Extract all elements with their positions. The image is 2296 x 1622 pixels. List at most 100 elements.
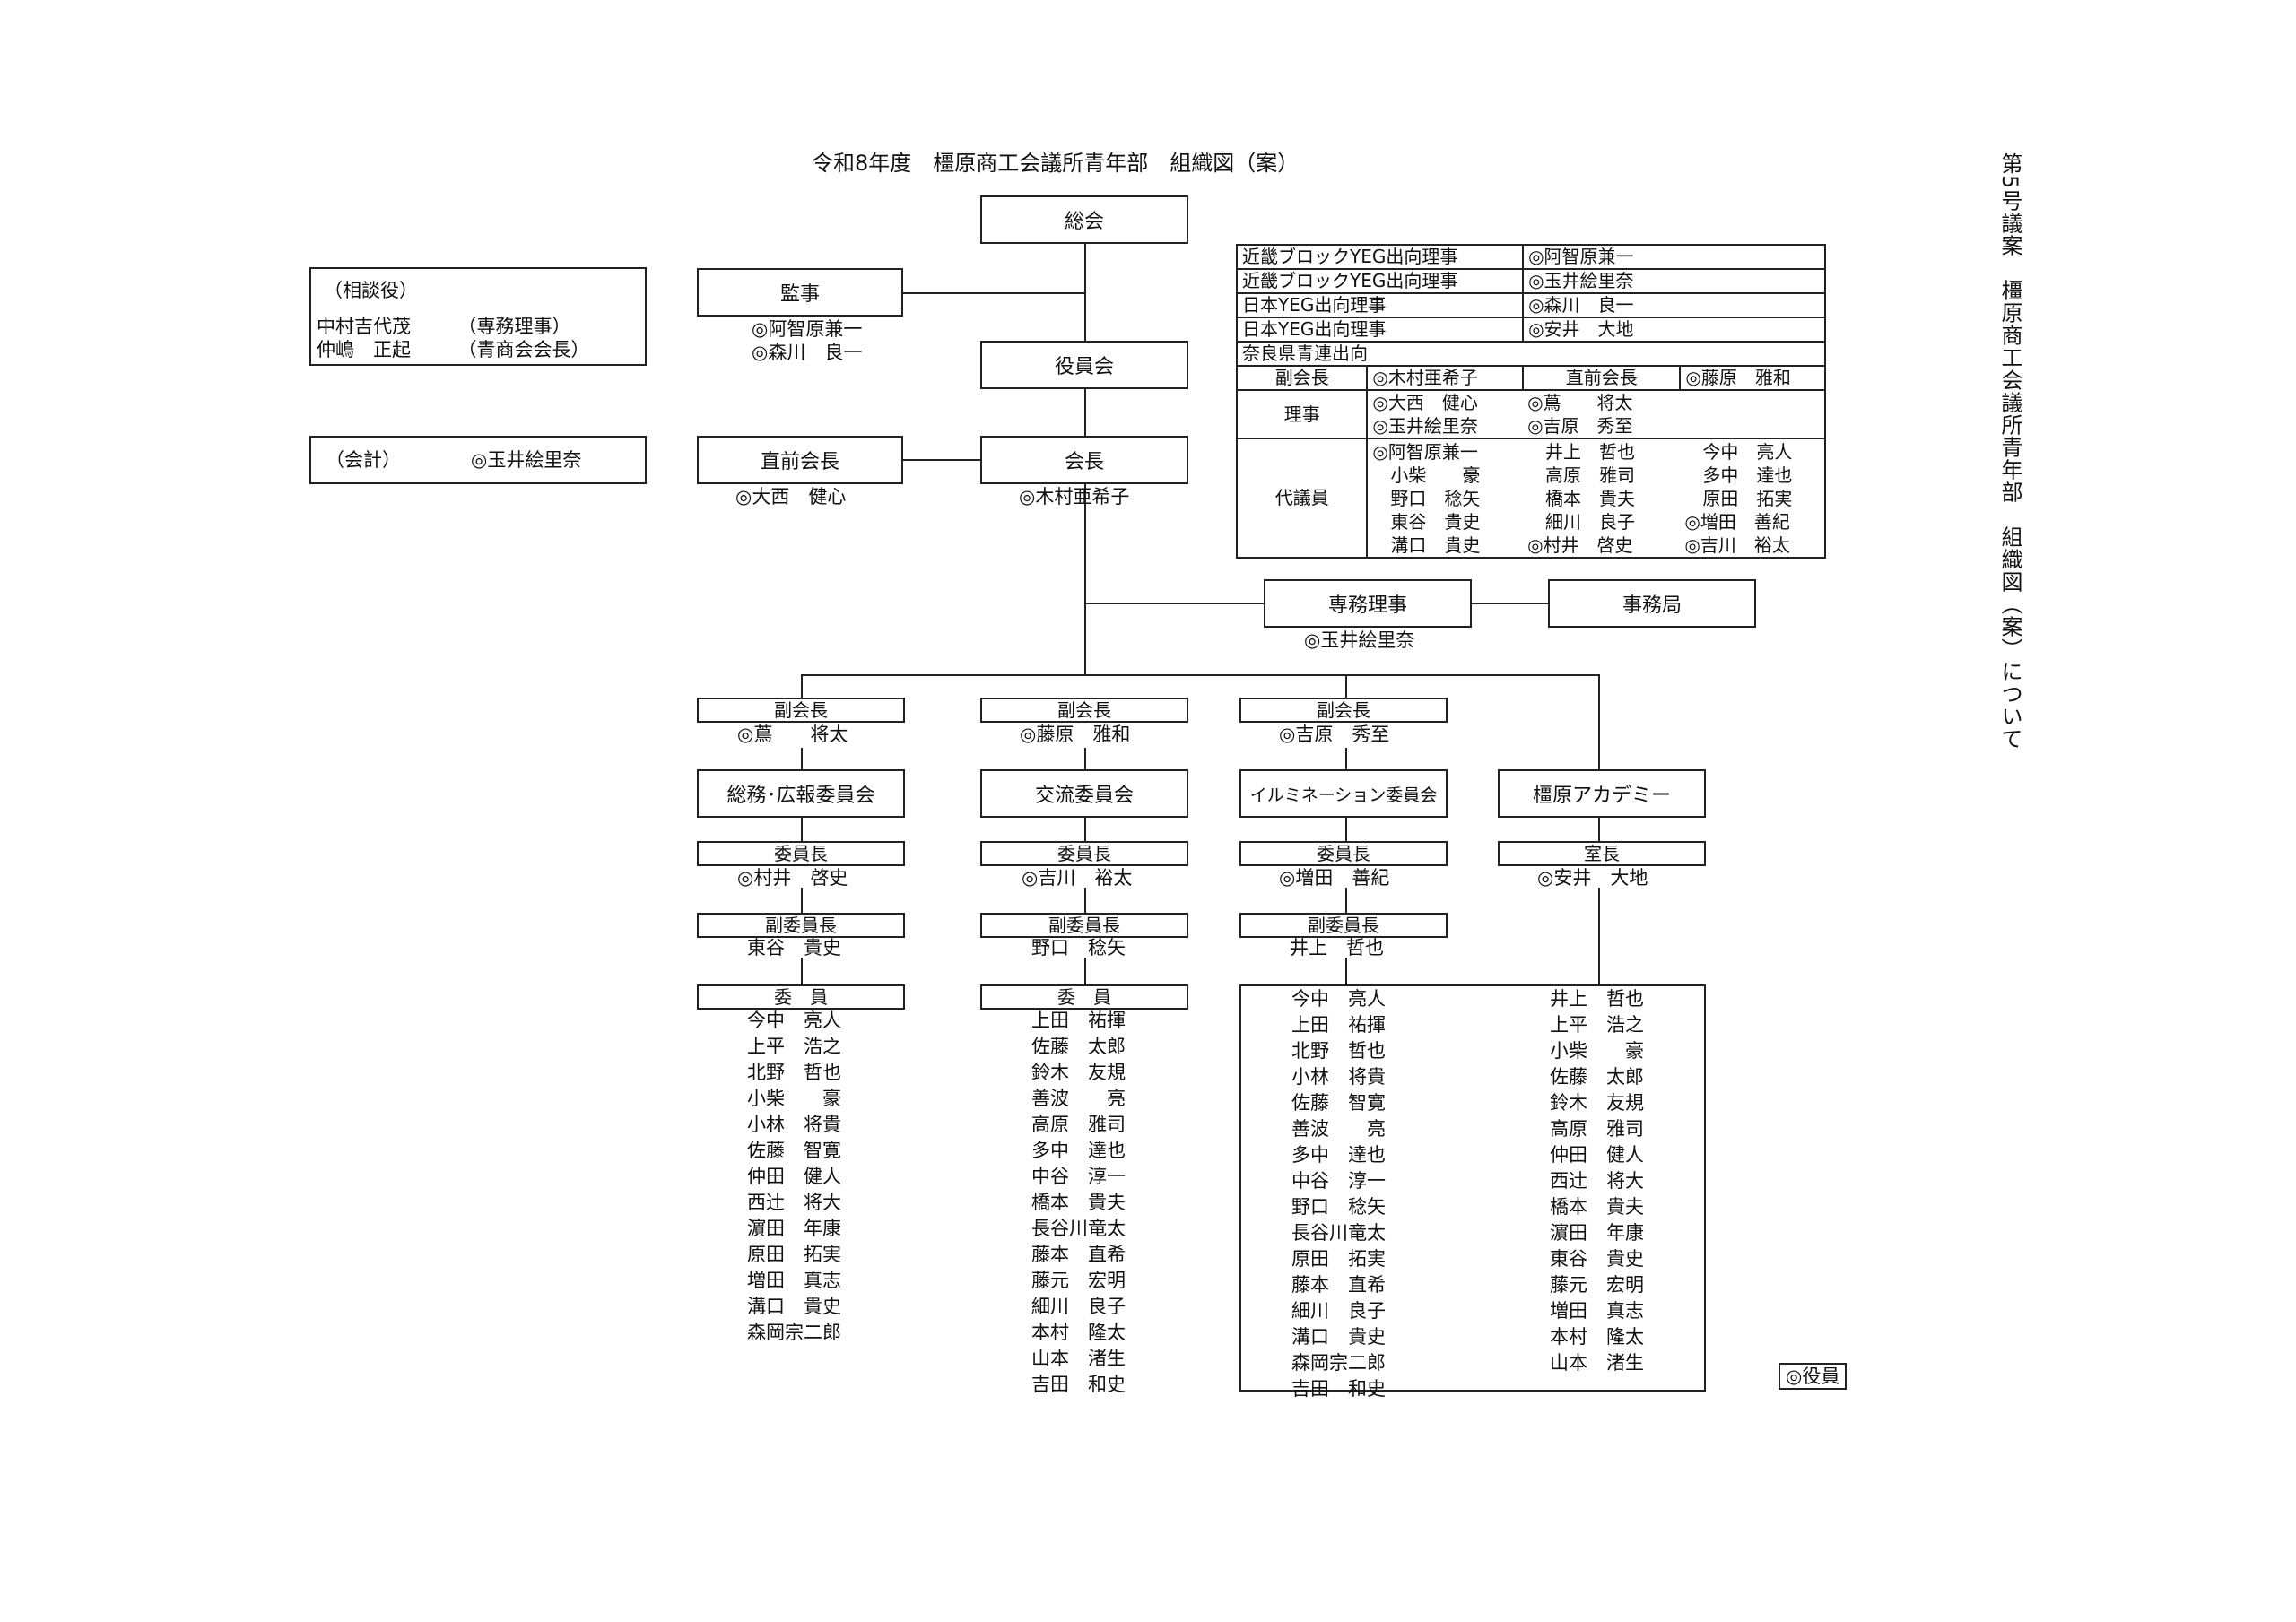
table-row: 代議員 ◎阿智原兼一 小柴 豪 野口 稔矢 東谷 貴史 溝口 貴史 井上 哲也 … — [1235, 438, 1826, 559]
chair-name: ◎吉川 裕太 — [1022, 867, 1133, 889]
members-label: 委 員 — [980, 984, 1188, 1010]
connector-line — [1345, 818, 1347, 841]
managing-director-box: 専務理事 — [1264, 579, 1472, 628]
connector-line — [801, 674, 803, 698]
general-meeting-box: 総会 — [980, 195, 1188, 244]
past-president-name: ◎大西 健心 — [735, 486, 847, 507]
committee-box: 交流委員会 — [980, 769, 1188, 818]
president-box: 会長 — [980, 436, 1188, 484]
secretariat-box: 事務局 — [1548, 579, 1756, 628]
members-list: 上田 祐揮 佐藤 太郎 鈴木 友規 善波 亮 高原 雅司 多中 達也 中谷 淳一… — [1031, 1010, 1126, 1395]
vice-chair-name: 東谷 貴史 — [747, 937, 841, 958]
connector-line — [801, 958, 803, 984]
academy-box: 橿原アカデミー — [1498, 769, 1706, 818]
table-cell: 直前会長 — [1522, 365, 1682, 391]
connector-line — [1084, 603, 1264, 604]
shared-members-box: 今中 亮人 上田 祐揮 北野 哲也 小林 将貴 佐藤 智寛 善波 亮 多中 達也… — [1239, 984, 1706, 1400]
table-cell: ◎藤原 雅和 — [1679, 365, 1826, 391]
connector-line — [1598, 818, 1600, 841]
connector-line — [801, 818, 803, 841]
chair-label: 委員長 — [1239, 841, 1448, 866]
vice-chair-label: 副委員長 — [1239, 913, 1448, 938]
table-cell: 代議員 — [1235, 438, 1369, 559]
connector-line — [1084, 242, 1086, 341]
members-list: 今中 亮人 上田 祐揮 北野 哲也 小林 将貴 佐藤 智寛 善波 亮 多中 達也… — [1292, 988, 1386, 1400]
advisor-row: 中村吉代茂 （専務理事） — [317, 316, 571, 337]
connector-line — [1345, 958, 1347, 984]
connector-line — [801, 888, 803, 913]
table-cell: 近畿ブロックYEG出向理事 — [1235, 268, 1525, 294]
chair-label: 委員長 — [980, 841, 1188, 866]
table-cell: 今中 亮人 多中 達也 原田 拓実 ◎増田 善紀 ◎吉川 裕太 — [1680, 438, 1826, 559]
table-row: 日本YEG出向理事 ◎安井 大地 — [1235, 317, 1826, 343]
table-cell: 日本YEG出向理事 — [1235, 317, 1525, 343]
vice-chair-name: 野口 稔矢 — [1031, 937, 1126, 958]
table-row: 近畿ブロックYEG出向理事 ◎阿智原兼一 — [1235, 244, 1826, 270]
table-cell: ◎森川 良一 — [1522, 292, 1826, 318]
connector-line — [1345, 888, 1347, 913]
table-row: 奈良県青連出向 — [1236, 341, 1826, 367]
president-name: ◎木村亜希子 — [1019, 486, 1130, 507]
vice-president-name: ◎藤原 雅和 — [1020, 724, 1131, 745]
connector-line — [801, 748, 803, 769]
table-cell: ◎木村亜希子 — [1366, 365, 1525, 391]
committee-box: 総務･広報委員会 — [697, 769, 905, 818]
chair-name: ◎村井 啓史 — [737, 867, 848, 889]
vice-chair-name: 井上 哲也 — [1290, 937, 1384, 958]
vice-president-label: 副会長 — [980, 698, 1188, 723]
yeg-dispatch-table: 近畿ブロックYEG出向理事 ◎阿智原兼一 近畿ブロックYEG出向理事 ◎玉井絵里… — [1235, 244, 1826, 559]
managing-director-name: ◎玉井絵里奈 — [1304, 629, 1415, 651]
table-cell: ◎玉井絵里奈 — [1522, 268, 1826, 294]
advisors-box: （相談役） 中村吉代茂 （専務理事） 仲嶋 正起 （青商会会長） — [309, 267, 647, 366]
table-cell: 日本YEG出向理事 — [1235, 292, 1525, 318]
past-president-box: 直前会長 — [697, 436, 903, 484]
table-cell: ◎阿智原兼一 小柴 豪 野口 稔矢 東谷 貴史 溝口 貴史 — [1366, 438, 1524, 559]
connector-line — [801, 674, 1598, 676]
connector-line — [1598, 674, 1600, 769]
accountant-label: （会計） — [326, 449, 401, 471]
table-cell: 理事 — [1235, 389, 1369, 439]
table-cell: 奈良県青連出向 — [1236, 341, 1826, 367]
connector-line — [1084, 387, 1086, 438]
legend-officer: ◎役員 — [1779, 1363, 1848, 1390]
vice-president-label: 副会長 — [697, 698, 905, 723]
connector-line — [1084, 888, 1086, 913]
table-cell: ◎大西 健心 ◎玉井絵里奈 — [1366, 389, 1524, 439]
accountant-box: （会計） ◎玉井絵里奈 — [309, 436, 647, 484]
advisor-row: 仲嶋 正起 （青商会会長） — [317, 339, 590, 360]
table-cell: 近畿ブロックYEG出向理事 — [1235, 244, 1525, 270]
room-chief-name: ◎安井 大地 — [1537, 867, 1648, 889]
table-row: 近畿ブロックYEG出向理事 ◎玉井絵里奈 — [1235, 268, 1826, 294]
vertical-title: 第5号議案 橿原商工会議所青年部 組織図（案）について — [1997, 152, 2022, 750]
vice-president-name: ◎吉原 秀至 — [1279, 724, 1390, 745]
chair-label: 委員長 — [697, 841, 905, 866]
vice-president-name: ◎蔦 将太 — [737, 724, 848, 745]
vice-chair-label: 副委員長 — [980, 913, 1188, 938]
table-cell: ◎蔦 将太 ◎吉原 秀至 — [1523, 389, 1826, 439]
connector-line — [1084, 958, 1086, 984]
table-cell: ◎阿智原兼一 — [1522, 244, 1826, 270]
connector-line — [1084, 748, 1086, 769]
room-chief-label: 室長 — [1498, 841, 1706, 866]
members-label: 委 員 — [697, 984, 905, 1010]
table-row: 副会長 ◎木村亜希子 直前会長 ◎藤原 雅和 — [1235, 365, 1826, 391]
table-cell: 井上 哲也 高原 雅司 橋本 貴夫 細川 良子 ◎村井 啓史 — [1523, 438, 1681, 559]
connector-line — [901, 292, 1085, 294]
vice-chair-label: 副委員長 — [697, 913, 905, 938]
members-list: 井上 哲也 上平 浩之 小柴 豪 佐藤 太郎 鈴木 友規 高原 雅司 仲田 健人… — [1550, 988, 1644, 1374]
chair-name: ◎増田 善紀 — [1279, 867, 1390, 889]
connector-line — [1084, 818, 1086, 841]
auditor-names: ◎阿智原兼一 ◎森川 良一 — [752, 318, 863, 363]
table-row: 理事 ◎大西 健心 ◎玉井絵里奈 ◎蔦 将太 ◎吉原 秀至 — [1235, 389, 1826, 439]
connector-line — [1084, 484, 1086, 674]
connector-line — [1598, 888, 1600, 984]
board-box: 役員会 — [980, 341, 1188, 389]
vice-president-label: 副会長 — [1239, 698, 1448, 723]
connector-line — [901, 459, 980, 461]
connector-line — [1345, 748, 1347, 769]
committee-box: イルミネーション委員会 — [1239, 769, 1448, 818]
connector-line — [1345, 674, 1347, 698]
members-list: 今中 亮人 上平 浩之 北野 哲也 小柴 豪 小林 将貴 佐藤 智寛 仲田 健人… — [747, 1010, 841, 1343]
auditor-box: 監事 — [697, 268, 903, 317]
advisors-header: （相談役） — [324, 280, 418, 301]
